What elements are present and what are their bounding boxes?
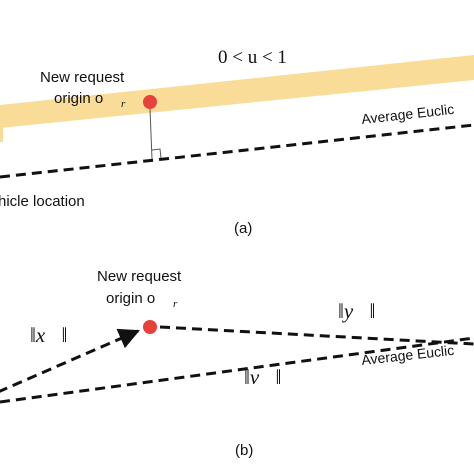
panel-b: New request origin o r ‖x⃗‖ ‖y⃗‖ ‖v⃗‖ Av…: [0, 268, 474, 459]
band-end-cap: [0, 110, 3, 142]
perpendicular-line: [149, 108, 153, 160]
origin-point: [143, 95, 157, 109]
x-norm-label: ‖x⃗‖: [30, 323, 67, 347]
new-request-label-b-line1: New request: [97, 268, 182, 285]
vehicle-location-label: hicle location: [0, 193, 85, 210]
average-route-label-b: Average Euclic: [361, 342, 455, 368]
new-request-label-b-line2: origin o: [106, 290, 155, 307]
feasible-band: [0, 55, 474, 128]
average-route-label: Average Euclic: [361, 101, 455, 127]
vector-y-line: [159, 325, 474, 346]
constraint-label: 0 < u < 1: [218, 47, 287, 68]
average-route-line: [0, 123, 474, 179]
panel-b-caption: (b): [235, 442, 253, 459]
new-request-label-line2: origin o: [54, 90, 103, 107]
new-request-label-line1: New request: [40, 69, 125, 86]
origin-point-b: [143, 320, 157, 334]
vector-x-line: [0, 328, 140, 393]
panel-a: 0 < u < 1 New request origin o r Average…: [0, 47, 474, 237]
right-angle-marker: [151, 148, 162, 159]
v-norm-label: ‖v⃗‖: [244, 365, 281, 389]
new-request-subscript: r: [121, 98, 126, 110]
panel-a-caption: (a): [234, 220, 252, 237]
new-request-subscript-b: r: [173, 298, 178, 310]
y-norm-label: ‖y⃗‖: [338, 299, 375, 323]
